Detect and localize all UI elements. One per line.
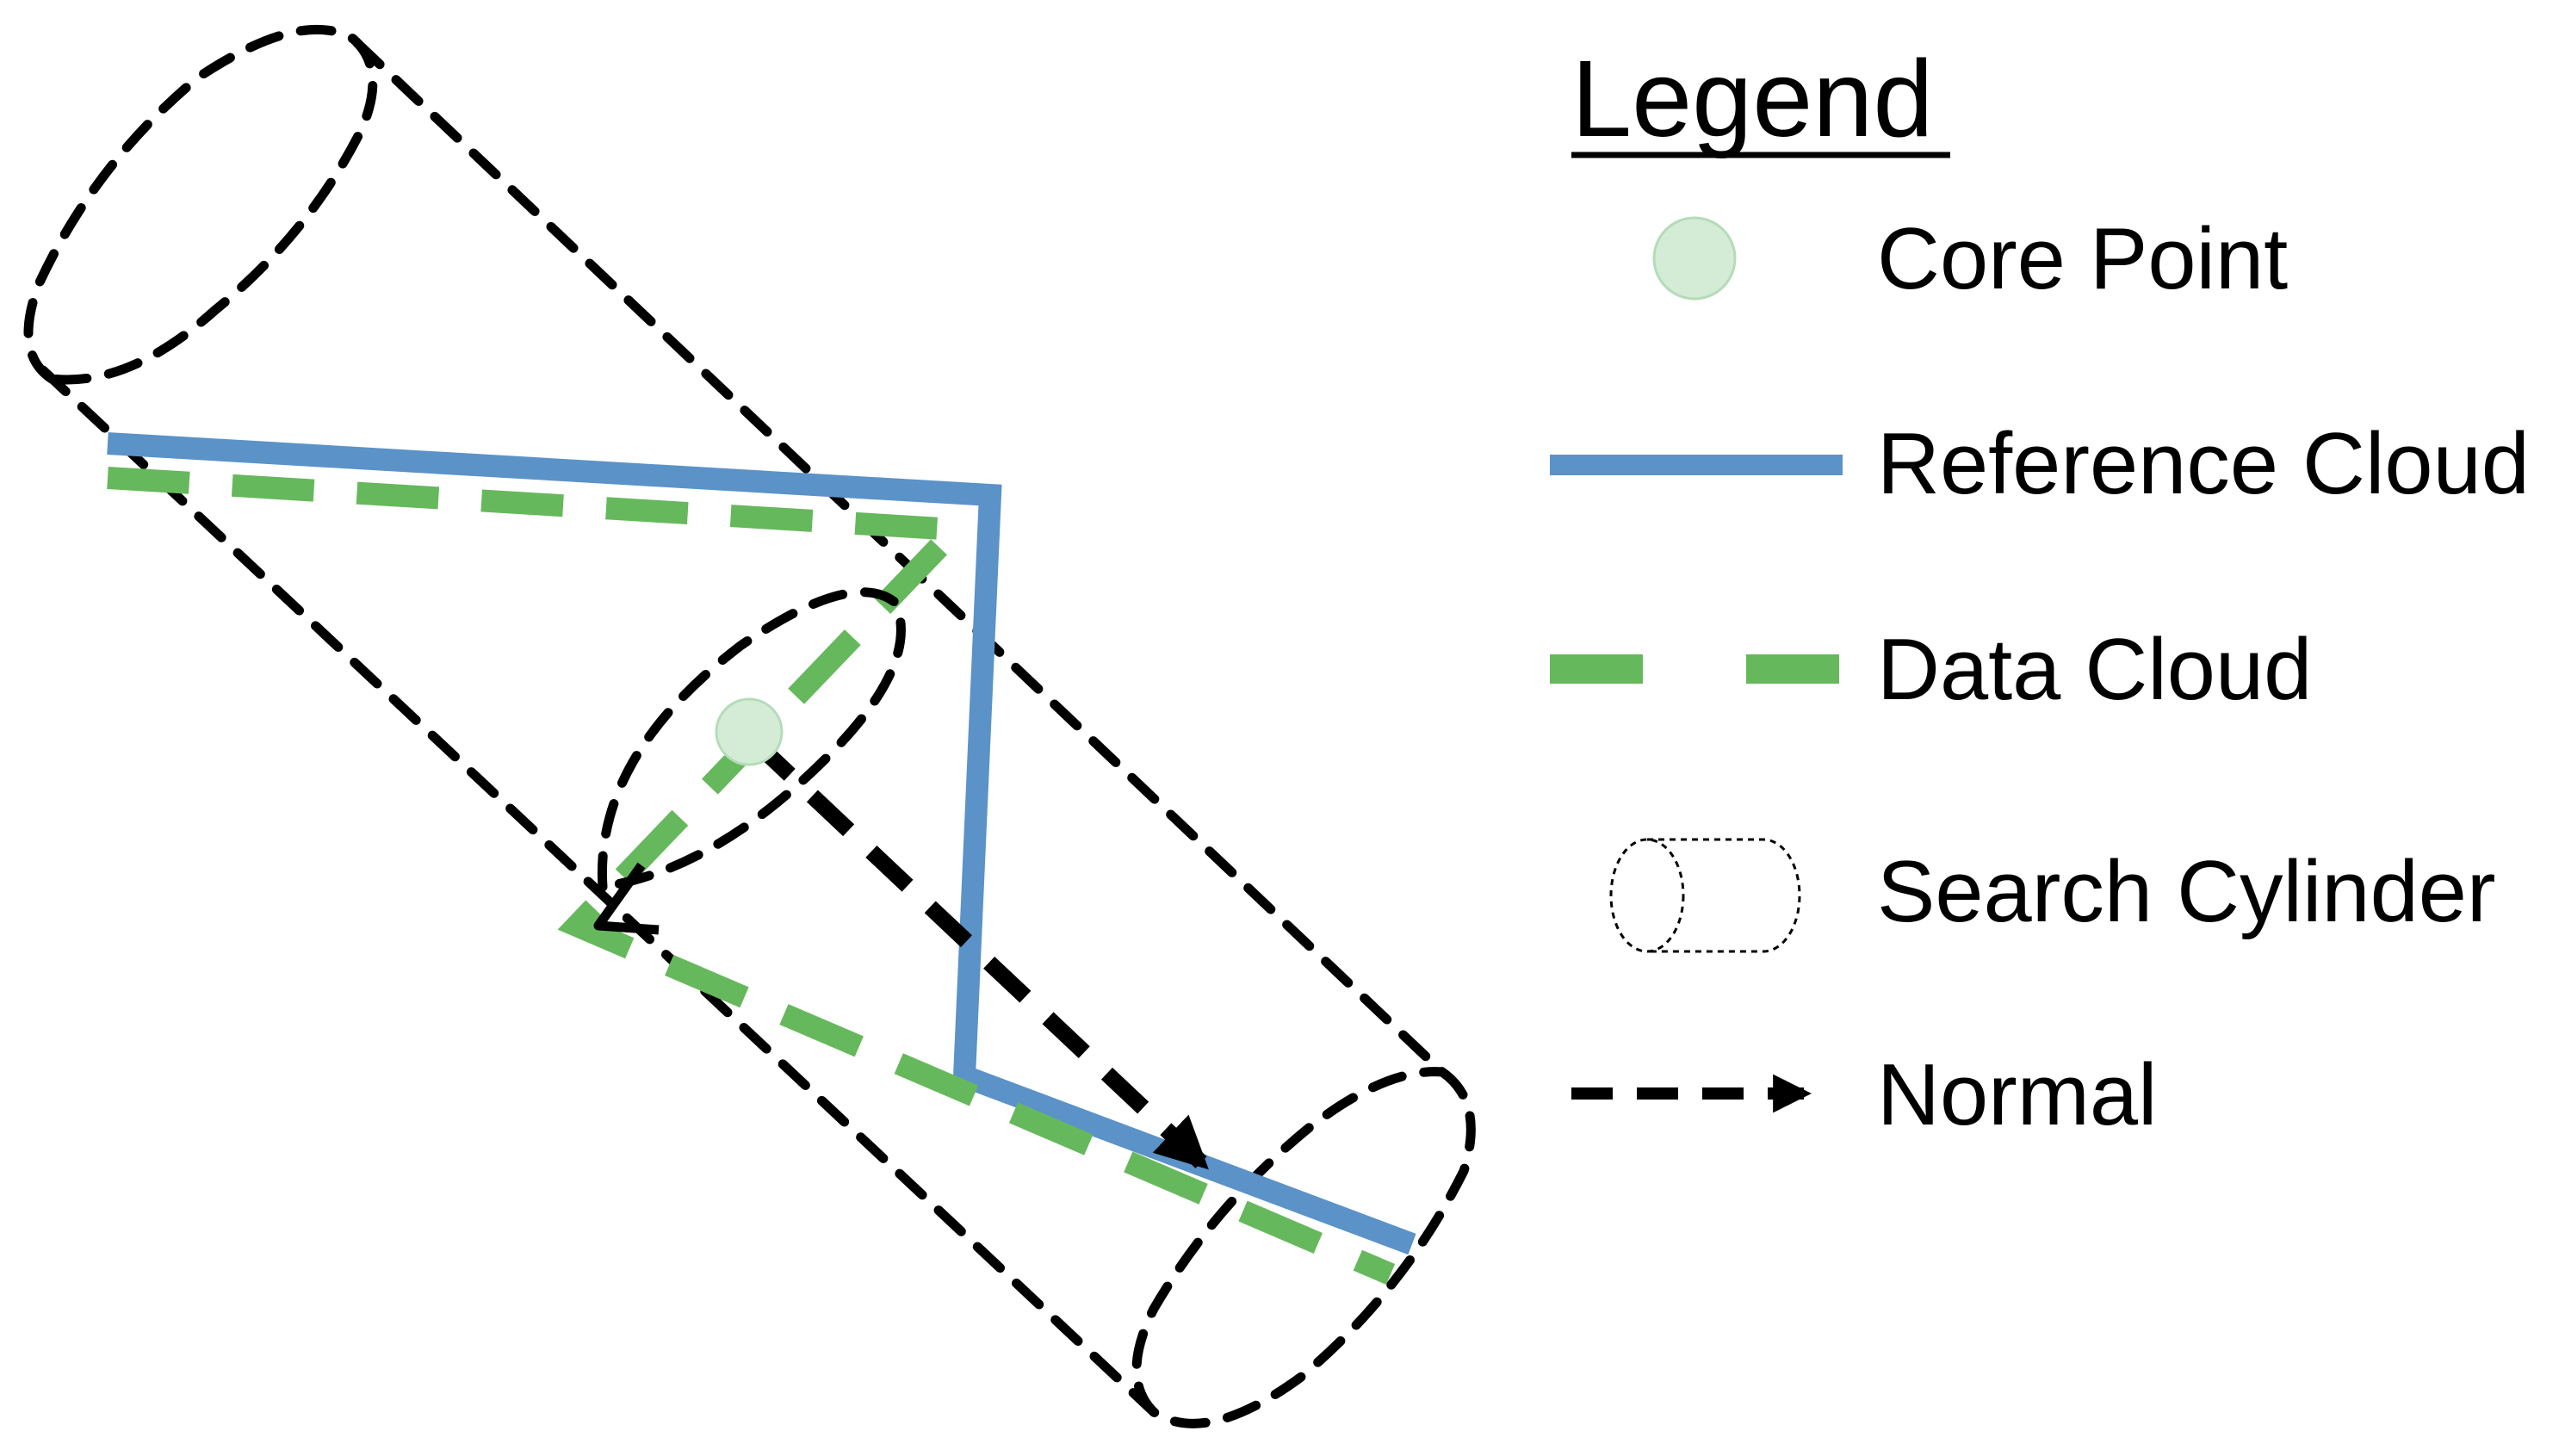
legend-title: Legend [1571,38,1933,159]
legend-label-data-cloud: Data Cloud [1877,622,2312,718]
legend-item-normal: Normal [1571,1047,2158,1143]
cylinder-bottom-cap [1131,1067,1476,1428]
legend-item-search-cylinder: Search Cylinder [1609,838,2496,953]
cylinder-top-cap [23,24,378,385]
legend-item-reference-cloud: Reference Cloud [1550,416,2530,512]
legend-label-core-point: Core Point [1877,211,2288,307]
legend-item-core-point: Core Point [1652,211,2288,307]
search-cylinder-large [23,24,1476,1428]
figure [23,24,1476,1428]
normal-arrow [747,734,1209,1170]
cylinder-side-lower [38,365,1159,1417]
cylinder-side-upper [352,38,1447,1077]
search-cylinder-small-tip [593,862,660,935]
legend: Legend Core Point Reference Cloud Data C… [1550,38,2530,1143]
search-cylinder-small-cap [597,587,906,892]
legend-label-search-cylinder: Search Cylinder [1877,844,2496,940]
cylinder-icon [1609,838,1801,953]
core-point [715,697,784,766]
legend-item-data-cloud: Data Cloud [1550,622,2312,718]
core-point-icon [1652,216,1737,300]
reference-cloud-line [107,432,1416,1255]
legend-label-reference-cloud: Reference Cloud [1877,416,2530,512]
legend-label-normal: Normal [1877,1047,2158,1143]
